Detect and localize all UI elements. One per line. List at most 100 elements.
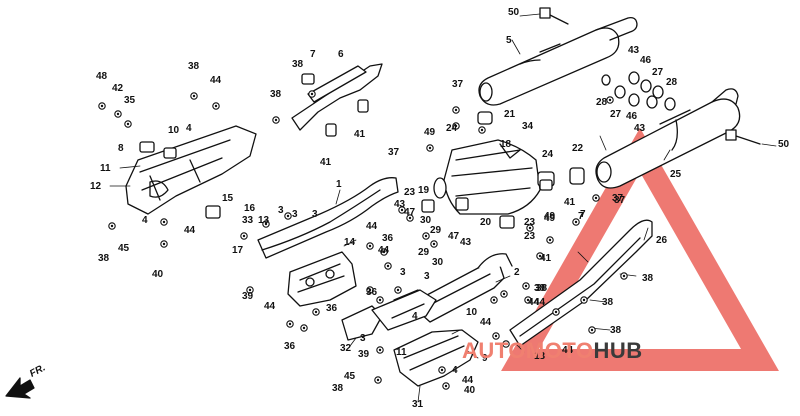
front-pipe-1 bbox=[257, 177, 399, 259]
callout-3b: 3 bbox=[292, 209, 298, 220]
callout-44d: 44 bbox=[378, 245, 390, 256]
callout-48: 48 bbox=[96, 71, 108, 82]
callout-6: 6 bbox=[338, 49, 344, 60]
callout-38a: 38 bbox=[188, 61, 200, 72]
callout-9: 9 bbox=[482, 353, 488, 364]
callout-46b: 46 bbox=[626, 111, 638, 122]
callout-43a: 43 bbox=[628, 45, 640, 56]
callout-27a: 27 bbox=[652, 67, 664, 78]
callout-18: 18 bbox=[500, 139, 512, 150]
callout-36c: 36 bbox=[326, 303, 338, 314]
callout-4c: 4 bbox=[412, 311, 418, 322]
lower-muffler bbox=[595, 88, 741, 189]
callout-1: 1 bbox=[336, 179, 342, 190]
callout-38f: 38 bbox=[332, 383, 344, 394]
callout-29b: 29 bbox=[418, 247, 430, 258]
callout-20: 20 bbox=[480, 217, 492, 228]
callout-11b: 11 bbox=[396, 347, 407, 358]
callout-2: 2 bbox=[514, 267, 520, 278]
callout-4b: 4 bbox=[142, 215, 148, 226]
callout-44g: 44 bbox=[480, 317, 492, 328]
callout-32: 32 bbox=[340, 343, 352, 354]
callout-38h: 38 bbox=[602, 297, 614, 308]
manifold-left bbox=[287, 251, 357, 307]
callout-17: 17 bbox=[232, 245, 244, 256]
callout-26: 26 bbox=[656, 235, 668, 246]
callout-30b: 30 bbox=[432, 257, 444, 268]
watermark-part1: AUTOMOTO bbox=[462, 338, 594, 363]
rear-pipe-26 bbox=[509, 219, 653, 347]
callout-43d: 43 bbox=[460, 237, 472, 248]
callout-23a: 23 bbox=[404, 187, 416, 198]
callout-28b: 28 bbox=[596, 97, 608, 108]
callout-50b: 50 bbox=[778, 139, 790, 150]
callout-3c: 3 bbox=[312, 209, 318, 220]
callout-41a: 41 bbox=[564, 197, 576, 208]
callout-44h: 44 bbox=[462, 375, 474, 386]
callout-39b: 39 bbox=[358, 349, 370, 360]
callout-29a: 29 bbox=[430, 225, 442, 236]
callout-24a: 24 bbox=[446, 123, 458, 134]
callout-11a: 11 bbox=[100, 163, 111, 174]
callout-10a: 10 bbox=[168, 125, 180, 136]
callout-38g: 38 bbox=[642, 273, 654, 284]
callout-35: 35 bbox=[124, 95, 136, 106]
callout-38b: 38 bbox=[292, 59, 304, 70]
callout-23b: 23 bbox=[524, 217, 536, 228]
callout-38c: 38 bbox=[270, 89, 282, 100]
callout-21: 21 bbox=[504, 109, 516, 120]
callout-34: 34 bbox=[522, 121, 534, 132]
callout-37b: 37 bbox=[388, 147, 400, 158]
callout-15: 15 bbox=[222, 193, 234, 204]
callout-39a: 39 bbox=[242, 291, 254, 302]
callout-38e: 38 bbox=[534, 283, 546, 294]
callout-40b: 40 bbox=[464, 385, 476, 396]
callout-10b: 10 bbox=[466, 307, 478, 318]
watermark-part2: HUB bbox=[593, 338, 643, 363]
watermark-triangle bbox=[501, 127, 779, 371]
callout-44a: 44 bbox=[210, 75, 222, 86]
callout-37c: 37 bbox=[612, 193, 624, 204]
callout-23c: 23 bbox=[524, 231, 536, 242]
callout-4d: 4 bbox=[452, 365, 458, 376]
callout-31: 31 bbox=[412, 399, 424, 410]
left-heat-shield bbox=[125, 125, 257, 215]
callout-50a: 50 bbox=[508, 7, 520, 18]
callout-46a: 46 bbox=[640, 55, 652, 66]
callout-44e: 44 bbox=[528, 297, 540, 308]
callout-41c: 41 bbox=[320, 157, 332, 168]
callout-16: 16 bbox=[244, 203, 256, 214]
callout-49c: 49 bbox=[544, 213, 556, 224]
callout-44c: 44 bbox=[366, 221, 378, 232]
callout-5: 5 bbox=[506, 35, 512, 46]
callout-13a: 13 bbox=[258, 215, 270, 226]
callout-41b: 41 bbox=[354, 129, 366, 140]
callout-3f: 3 bbox=[360, 333, 366, 344]
callout-40a: 40 bbox=[152, 269, 164, 280]
callout-42: 42 bbox=[112, 83, 124, 94]
callout-47b: 47 bbox=[448, 231, 460, 242]
callout-3a: 3 bbox=[278, 205, 284, 216]
callout-38i: 38 bbox=[610, 325, 622, 336]
callout-47a: 47 bbox=[404, 207, 416, 218]
catalytic-converter bbox=[433, 139, 555, 215]
callout-44f: 44 bbox=[264, 301, 276, 312]
lower-heat-shield-31 bbox=[393, 329, 479, 387]
leader-lines bbox=[109, 13, 777, 403]
callout-36a: 36 bbox=[382, 233, 394, 244]
callout-28a: 28 bbox=[666, 77, 678, 88]
callout-37a: 37 bbox=[452, 79, 464, 90]
callout-49b: 49 bbox=[544, 211, 556, 222]
callout-3d: 3 bbox=[400, 267, 406, 278]
watermark-logo: AUTOMOTOHUB bbox=[462, 338, 643, 364]
callout-7b: 7 bbox=[310, 49, 316, 60]
callout-37d: 37 bbox=[614, 195, 626, 206]
callout-38j: 38 bbox=[536, 283, 548, 294]
callout-44b: 44 bbox=[184, 225, 196, 236]
callout-43c: 43 bbox=[394, 199, 406, 210]
clamps bbox=[139, 73, 585, 229]
callout-7a: 7 bbox=[578, 211, 584, 222]
callout-27b: 27 bbox=[610, 109, 622, 120]
fr-arrow bbox=[5, 377, 35, 399]
